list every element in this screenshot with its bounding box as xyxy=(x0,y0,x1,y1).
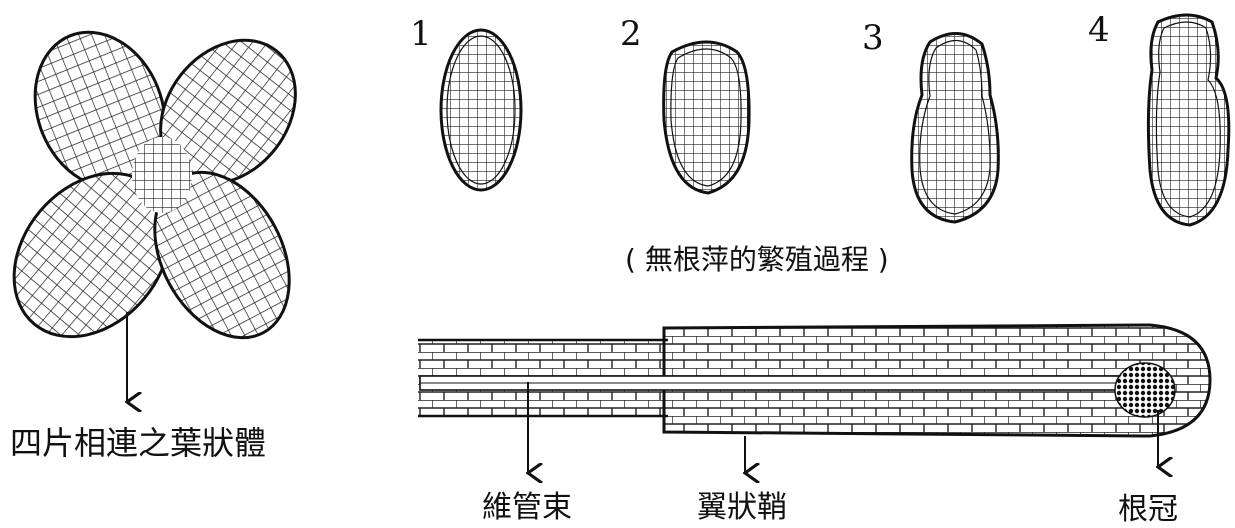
stage-4-body xyxy=(1148,15,1228,225)
root-section xyxy=(418,325,1210,436)
stage-3-body xyxy=(912,33,999,222)
stage-number-3: 3 xyxy=(862,18,884,58)
frond-cluster-label: 四片相連之葉狀體 xyxy=(10,418,266,464)
wing-sheath-label: 翼狀鞘 xyxy=(697,482,787,526)
root-cap-label: 根冠 xyxy=(1118,484,1178,528)
process-caption: ( 無根萍的繁殖過程 ) xyxy=(625,238,889,278)
frond-center-joint xyxy=(132,137,192,213)
frond-cluster xyxy=(0,13,323,368)
root-cap xyxy=(1115,363,1175,417)
stage-number-2: 2 xyxy=(620,14,642,54)
stage-1-body xyxy=(441,30,521,190)
stage-number-1: 1 xyxy=(410,14,432,54)
stage-number-4: 4 xyxy=(1088,10,1110,50)
stage-2-body xyxy=(664,42,749,193)
vascular-bundle-label: 維管束 xyxy=(482,482,572,526)
